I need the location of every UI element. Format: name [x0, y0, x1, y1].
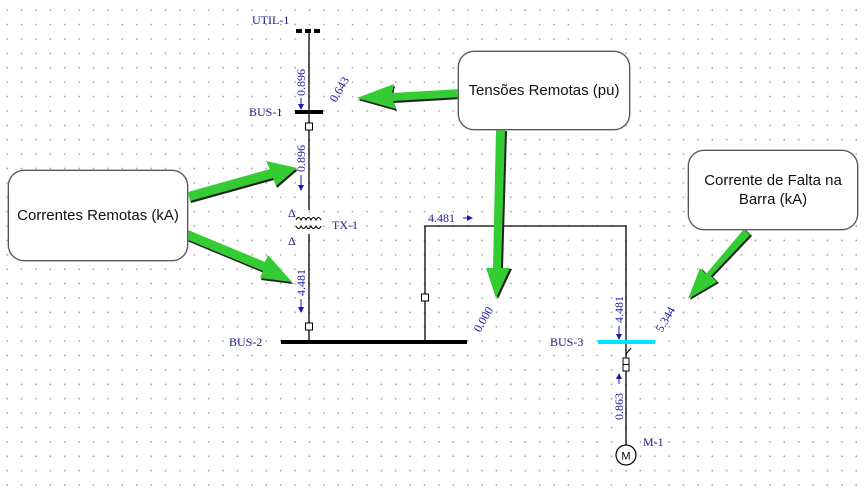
svg-text:0.863: 0.863 [612, 393, 626, 420]
m-1-label: M-1 [643, 435, 664, 449]
svg-text:4.481: 4.481 [428, 211, 455, 225]
callout-remote-voltages-text: Tensões Remotas (pu) [468, 82, 620, 99]
bus-2-label: BUS-2 [229, 335, 262, 349]
disconnect-switch[interactable] [625, 347, 632, 355]
util-1-label: UTIL-1 [252, 13, 289, 27]
bus-2-voltage: 0.000 [470, 304, 496, 334]
callout-remote-voltages[interactable]: Tensões Remotas (pu) [458, 51, 630, 130]
bus-3-fault-current: 5.344 [652, 304, 678, 334]
bus-1-voltage: 0.643 [326, 74, 352, 104]
cable-bus2-bus3[interactable] [424, 225, 627, 342]
svg-text:0.896: 0.896 [294, 145, 308, 172]
motor-m-1[interactable]: M [615, 444, 637, 466]
current-tx-bus2: 4.481 [294, 269, 308, 313]
arrow-fault-to-bus3 [688, 229, 752, 300]
svg-text:4.481: 4.481 [612, 296, 626, 323]
tx-winding-primary: Δ [288, 206, 296, 220]
callout-remote-currents[interactable]: Correntes Remotas (kA) [8, 170, 188, 261]
current-motor-bus3: 0.863 [612, 373, 626, 420]
arrow-currents-to-bus1-tx [188, 161, 298, 203]
tx-winding-secondary: Δ [288, 234, 296, 248]
arrow-voltages-to-bus1 [357, 84, 462, 111]
bus-1-label: BUS-1 [249, 105, 282, 119]
current-util-bus1: 0.896 [294, 69, 308, 110]
callout-bus-fault-current-text: Corrente de Falta na Barra (kA) [704, 172, 842, 208]
transformer-tx-1[interactable] [295, 217, 322, 229]
callout-remote-currents-text: Correntes Remotas (kA) [17, 207, 179, 224]
breaker-bus1[interactable] [305, 122, 313, 131]
arrow-voltages-to-bus2 [486, 130, 512, 299]
motor-symbol: M [621, 451, 630, 463]
tx-1-label: TX-1 [332, 218, 358, 232]
fuse-bus3[interactable] [622, 357, 630, 372]
svg-text:0.896: 0.896 [294, 69, 308, 96]
breaker-bus2-cable[interactable] [421, 293, 429, 302]
arrow-currents-to-tx-bus2 [186, 230, 293, 284]
current-bus2-bus3: 4.481 [428, 211, 473, 225]
breaker-bus2-tx[interactable] [305, 322, 313, 331]
svg-text:4.481: 4.481 [294, 269, 308, 296]
callout-bus-fault-current[interactable]: Corrente de Falta na Barra (kA) [688, 150, 858, 230]
current-bus1-tx: 0.896 [294, 145, 308, 191]
current-into-bus3: 4.481 [612, 296, 626, 340]
bus-3-label: BUS-3 [550, 335, 583, 349]
